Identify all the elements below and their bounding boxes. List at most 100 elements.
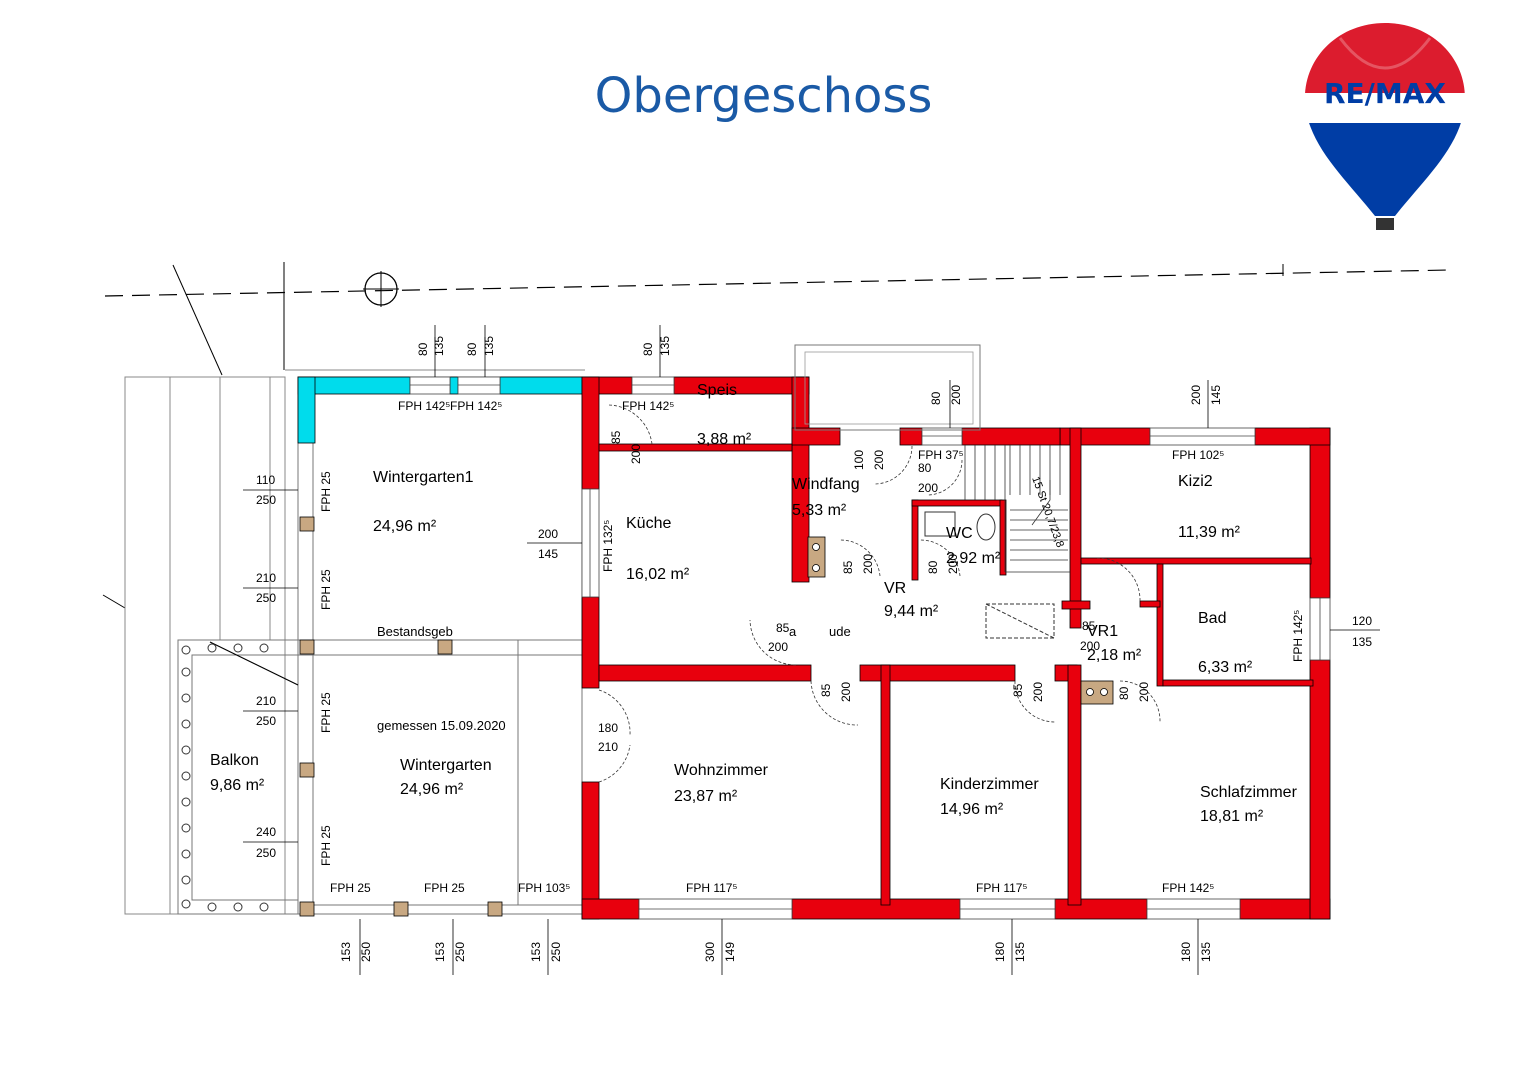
room-area-wc: 2,92 m² <box>946 550 1001 567</box>
fph-label: FPH 103⁵ <box>518 881 570 895</box>
room-area-kizi2: 11,39 m² <box>1178 524 1241 541</box>
room-name-kinderzimmer: Kinderzimmer <box>940 776 1039 793</box>
fph-label: FPH 117⁵ <box>976 881 1027 895</box>
room-area-wintergarten1: 24,96 m² <box>373 518 437 535</box>
dim-label: 80 <box>918 461 932 475</box>
dim-label: 200 <box>768 640 788 654</box>
dim-label: 250 <box>256 591 276 605</box>
dim-label: 200 <box>629 444 643 464</box>
room-area-schlafzimmer: 18,81 m² <box>1200 808 1264 825</box>
dim-label: 100 <box>852 450 866 470</box>
room-name-kizi2: Kizi2 <box>1178 473 1213 490</box>
dim-label: 180 <box>993 942 1007 962</box>
remax-balloon-logo: RE/MAX <box>1305 23 1465 230</box>
room-area-vr: 9,44 m² <box>884 603 939 620</box>
room-area-windfang: 5,33 m² <box>792 502 847 519</box>
dim-label: 200 <box>1080 639 1100 653</box>
fph-label: FPH 25 <box>319 471 333 512</box>
dim-label: 200 <box>538 527 558 541</box>
room-area-bad: 6,33 m² <box>1198 659 1253 676</box>
dim-label: 210 <box>256 694 276 708</box>
page-title: Obergeschoss <box>594 68 933 124</box>
dim-label: 210 <box>256 571 276 585</box>
dim-label: 300 <box>703 942 717 962</box>
dim-label: 80 <box>641 342 655 356</box>
note-a: a <box>789 624 797 639</box>
dim-label: 200 <box>1031 682 1045 702</box>
dim-label: 80 <box>465 342 479 356</box>
dim-label: 145 <box>538 547 558 561</box>
note-bestandsgeb: Bestandsgeb <box>377 624 453 639</box>
dim-label: 85 <box>776 621 790 635</box>
dim-label: 180 <box>598 721 618 735</box>
dim-label: 80 <box>926 560 940 574</box>
fph-label: FPH 25 <box>330 881 371 895</box>
fph-label: FPH 142⁵ <box>398 399 450 413</box>
room-name-wintergarten: Wintergarten <box>400 757 492 774</box>
room-name-balkon: Balkon <box>210 752 259 769</box>
dim-label: 135 <box>1199 942 1213 962</box>
dim-label: 200 <box>946 554 960 574</box>
dim-label: 85 <box>841 560 855 574</box>
room-name-speis: Speis <box>697 382 737 399</box>
room-area-kinderzimmer: 14,96 m² <box>940 801 1004 818</box>
dim-label: 200 <box>918 481 938 495</box>
dim-label: 153 <box>433 942 447 962</box>
dim-label: 210 <box>598 740 618 754</box>
fph-label: FPH 25 <box>319 692 333 733</box>
dim-label: 200 <box>1137 682 1151 702</box>
dim-label: 180 <box>1179 942 1193 962</box>
dim-label: 85 <box>1011 683 1025 697</box>
dim-label: 200 <box>949 385 963 405</box>
room-name-bad: Bad <box>1198 610 1226 627</box>
dim-label: 200 <box>839 682 853 702</box>
room-area-balkon: 9,86 m² <box>210 777 265 794</box>
dim-label: 250 <box>256 846 276 860</box>
room-name-wintergarten1: Wintergarten1 <box>373 469 474 486</box>
fph-label: FPH 142⁵ <box>1291 610 1305 662</box>
dim-label: 120 <box>1352 614 1372 628</box>
room-name-wc: WC <box>946 525 973 542</box>
room-area-wintergarten: 24,96 m² <box>400 781 464 798</box>
fph-label: FPH 132⁵ <box>601 520 615 572</box>
dim-label: 145 <box>1209 385 1223 405</box>
dim-label: 200 <box>1189 385 1203 405</box>
dim-label: 135 <box>658 336 672 356</box>
fph-label: FPH 142⁵ <box>450 399 502 413</box>
dim-label: 250 <box>256 493 276 507</box>
room-area-speis: 3,88 m² <box>697 431 752 448</box>
fph-label: FPH 142⁵ <box>622 399 674 413</box>
dim-label: 80 <box>1117 686 1131 700</box>
room-area-vr1: 2,18 m² <box>1087 647 1142 664</box>
dim-label: 250 <box>256 714 276 728</box>
dim-label: 80 <box>929 391 943 405</box>
dim-label: 110 <box>256 473 275 487</box>
dim-label: 153 <box>339 942 353 962</box>
dim-label: 135 <box>1013 942 1027 962</box>
room-name-schlafzimmer: Schlafzimmer <box>1200 784 1298 801</box>
fph-label: FPH 25 <box>319 825 333 866</box>
dim-label: 80 <box>416 342 430 356</box>
note-ude: ude <box>829 624 851 639</box>
room-name-kueche: Küche <box>626 515 671 532</box>
room-name-vr1: VR1 <box>1087 623 1118 640</box>
room-area-wohnzimmer: 23,87 m² <box>674 788 738 805</box>
logo-text: RE/MAX <box>1324 77 1446 110</box>
dim-label: 200 <box>861 554 875 574</box>
dim-label: 250 <box>359 942 373 962</box>
room-name-vr: VR <box>884 580 906 597</box>
fph-label: FPH 117⁵ <box>686 881 737 895</box>
dim-label: 250 <box>453 942 467 962</box>
dim-label: 85 <box>609 430 623 444</box>
dim-label: 200 <box>872 450 886 470</box>
dim-label: 85 <box>819 683 833 697</box>
dim-label: 135 <box>1352 635 1372 649</box>
room-area-kueche: 16,02 m² <box>626 566 690 583</box>
dim-label: 149 <box>723 942 737 962</box>
dim-label: 250 <box>549 942 563 962</box>
room-name-wohnzimmer: Wohnzimmer <box>674 762 769 779</box>
dim-label: 135 <box>482 336 496 356</box>
fph-label: FPH 142⁵ <box>1162 881 1214 895</box>
fph-label: FPH 102⁵ <box>1172 448 1224 462</box>
